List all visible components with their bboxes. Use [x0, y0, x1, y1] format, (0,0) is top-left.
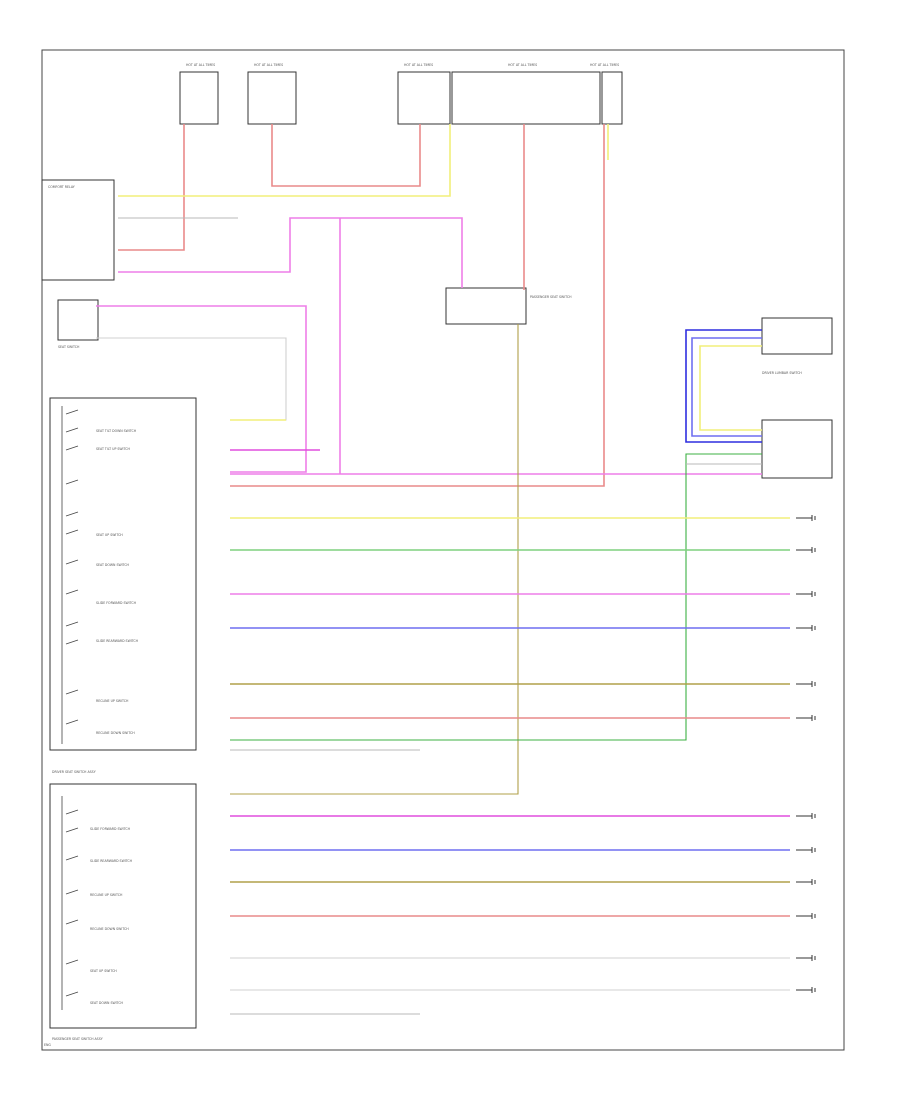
switch-contact	[65, 511, 79, 517]
diagram-frame	[41, 49, 845, 1051]
svg-text:SLIDE REARWARD SWITCH: SLIDE REARWARD SWITCH	[96, 639, 139, 643]
ground-icon	[796, 955, 816, 961]
svg-text:HOT AT ALL TIMES: HOT AT ALL TIMES	[590, 63, 619, 67]
wires	[96, 124, 790, 1015]
wire-pink-1	[118, 217, 463, 288]
wire-red-2	[271, 124, 421, 187]
switch-contact	[65, 919, 79, 925]
ground-icon	[796, 913, 816, 919]
svg-text:HOT AT ALL TIMES: HOT AT ALL TIMES	[404, 63, 433, 67]
svg-text:SEAT TILT UP SWITCH: SEAT TILT UP SWITCH	[96, 447, 130, 451]
svg-text:RECLINE UP SWITCH: RECLINE UP SWITCH	[90, 893, 123, 897]
wire-green-1	[230, 453, 762, 741]
driver-lumbar-box	[761, 317, 833, 355]
switch-symbols	[61, 406, 79, 1010]
svg-text:RECLINE UP SWITCH: RECLINE UP SWITCH	[96, 699, 129, 703]
switch-contact	[65, 827, 79, 833]
switch-contact	[65, 889, 79, 895]
wire-yellow-1	[118, 124, 451, 197]
fuse-box-4: HOT AT ALL TIMES	[451, 63, 601, 125]
passenger-module-label: PASSENGER SEAT SWITCH	[530, 295, 572, 299]
svg-text:SEAT DOWN SWITCH: SEAT DOWN SWITCH	[90, 1001, 124, 1005]
switch-contact	[65, 809, 79, 815]
comfort-relay-label: COMFORT RELAY	[48, 185, 75, 189]
ground-icon	[796, 847, 816, 853]
driver-lumbar-lower-box	[761, 419, 833, 479]
passenger-module-box	[445, 287, 527, 325]
ground-icon	[796, 987, 816, 993]
wire-pink-3	[96, 305, 307, 473]
passenger-switch-assy-box	[49, 783, 197, 1029]
switch-contact	[65, 589, 79, 595]
passenger-switch-labels: SLIDE FORWARD SWITCH SLIDE REARWARD SWIT…	[90, 827, 133, 1005]
svg-text:SLIDE FORWARD SWITCH: SLIDE FORWARD SWITCH	[90, 827, 131, 831]
switch-contact	[65, 855, 79, 861]
svg-text:HOT AT ALL TIMES: HOT AT ALL TIMES	[508, 63, 537, 67]
switch-contact	[65, 427, 79, 433]
switch-contact	[65, 479, 79, 485]
seat-switch-label: SEAT SWITCH	[58, 345, 80, 349]
ground-icon	[796, 681, 816, 687]
fuse-box-3: HOT AT ALL TIMES	[397, 63, 451, 125]
driver-lumbar-label: DRIVER LUMBAR SWITCH	[762, 371, 802, 375]
svg-text:SEAT UP SWITCH: SEAT UP SWITCH	[96, 533, 123, 537]
switch-contact	[65, 559, 79, 565]
driver-switch-assy-box	[49, 397, 197, 751]
switch-contact	[65, 689, 79, 695]
switch-contact	[65, 639, 79, 645]
wire-blue-1	[691, 337, 762, 437]
fuse-box-2: HOT AT ALL TIMES	[247, 63, 297, 125]
svg-text:SLIDE FORWARD SWITCH: SLIDE FORWARD SWITCH	[96, 601, 137, 605]
driver-switch-labels: SEAT TILT DOWN SWITCH SEAT TILT UP SWITC…	[96, 429, 139, 735]
ground-icon	[796, 813, 816, 819]
svg-text:SLIDE REARWARD SWITCH: SLIDE REARWARD SWITCH	[90, 859, 133, 863]
svg-text:HOT AT ALL TIMES: HOT AT ALL TIMES	[186, 63, 215, 67]
svg-text:RECLINE DOWN SWITCH: RECLINE DOWN SWITCH	[96, 731, 135, 735]
ground-icon	[796, 625, 816, 631]
svg-text:SEAT DOWN SWITCH: SEAT DOWN SWITCH	[96, 563, 130, 567]
switch-contact	[65, 959, 79, 965]
ground-icon	[796, 715, 816, 721]
driver-switch-assy-label: DRIVER SEAT SWITCH ASSY	[52, 770, 96, 774]
ground-symbols	[796, 515, 816, 993]
svg-text:SEAT TILT DOWN SWITCH: SEAT TILT DOWN SWITCH	[96, 429, 137, 433]
fuse-box-1: HOT AT ALL TIMES	[179, 63, 219, 125]
switch-contact	[65, 621, 79, 627]
fuse-box-5: HOT AT ALL TIMES	[590, 63, 623, 125]
comfort-relay-box	[41, 179, 115, 281]
ground-icon	[796, 547, 816, 553]
switch-contact	[65, 991, 79, 997]
seat-switch-box	[57, 299, 99, 341]
switch-contact	[65, 409, 79, 415]
switch-contact	[65, 719, 79, 725]
switch-contact	[65, 529, 79, 535]
svg-text:SEAT UP SWITCH: SEAT UP SWITCH	[90, 969, 117, 973]
wire-red-4	[230, 124, 605, 487]
ground-icon	[796, 515, 816, 521]
wire-yellow-4	[699, 345, 762, 431]
svg-text:HOT AT ALL TIMES: HOT AT ALL TIMES	[254, 63, 283, 67]
wire-gray-2	[96, 337, 287, 421]
ground-icon	[796, 591, 816, 597]
wire-navy-1	[685, 329, 762, 443]
switch-contact	[65, 445, 79, 451]
wire-red-1	[118, 124, 185, 251]
wire-olive-1	[230, 324, 519, 795]
ground-icon	[796, 879, 816, 885]
passenger-switch-assy-label: PASSENGER SEAT SWITCH ASSY	[52, 1037, 103, 1041]
page-label: ENG	[44, 1043, 51, 1047]
svg-text:RECLINE DOWN SWITCH: RECLINE DOWN SWITCH	[90, 927, 129, 931]
